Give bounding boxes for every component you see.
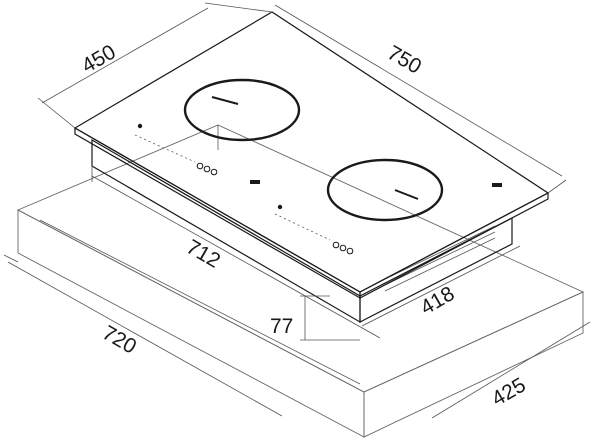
hob-top-plate: [73, 11, 550, 300]
control-panel-icon: [134, 123, 218, 176]
label-cabinet-width: 720: [98, 321, 140, 358]
label-cabinet-depth: 425: [488, 373, 530, 410]
label-height: 77: [270, 315, 293, 338]
cabinet-top-face: [16, 124, 585, 393]
cabinet-block: [16, 124, 585, 438]
induction-zone-icon: [183, 78, 301, 142]
induction-zone-icon: [326, 158, 444, 222]
dimension-lines: [3, 2, 591, 419]
label-hob-depth: 450: [78, 40, 120, 77]
brand-logo-mark: [250, 180, 260, 184]
cabinet-side-face: [363, 291, 584, 438]
glass-top: [73, 11, 550, 293]
model-label-mark: [492, 183, 502, 187]
glass-side-edge: [359, 192, 549, 299]
vent-grille-icon: [384, 225, 496, 292]
control-panel-icon: [274, 204, 354, 255]
label-cutout-width: 712: [182, 235, 224, 272]
label-cutout-depth: 418: [417, 282, 459, 319]
